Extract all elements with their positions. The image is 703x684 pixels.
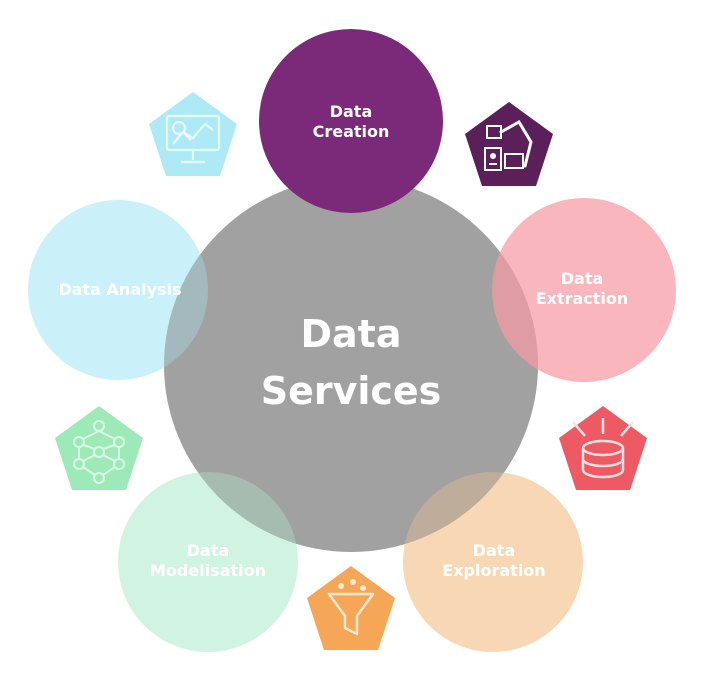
petal-circle-creation: [259, 29, 443, 213]
label-data-creation: Data Creation: [313, 102, 390, 142]
center-circle: [164, 178, 538, 552]
extraction-line-2: Extraction: [535, 289, 629, 308]
exploration-line-1: Data: [472, 541, 516, 560]
network-icon: [55, 406, 143, 490]
label-data-modelisation: Data Modelisation: [150, 541, 266, 581]
label-data-analysis: Data Analysis: [58, 280, 181, 300]
creation-line-2: Creation: [312, 122, 390, 141]
funnel-icon: [307, 566, 395, 650]
exploration-line-2: Exploration: [442, 561, 546, 580]
label-data-exploration: Data Exploration: [442, 541, 545, 581]
center-label: Data Services: [261, 306, 442, 420]
center-label-line-1: Data: [300, 312, 402, 356]
robot-arm-icon: [465, 102, 553, 186]
extraction-line-1: Data: [560, 269, 604, 288]
exploration-overlap: [403, 472, 583, 652]
center-label-line-2: Services: [260, 369, 442, 413]
modelisation-line-1: Data: [186, 541, 230, 560]
analysis-line-1: Data Analysis: [58, 280, 182, 299]
petal-circle-extraction: [492, 198, 676, 382]
database-funnel-icon: [559, 406, 647, 490]
petal-circle-analysis: [28, 200, 208, 380]
analysis-overlap: [28, 200, 208, 380]
chart-monitor-icon: [149, 92, 237, 176]
label-data-extraction: Data Extraction: [536, 269, 629, 309]
modelisation-line-2: Modelisation: [149, 561, 267, 580]
creation-line-1: Data: [329, 102, 373, 121]
modelisation-overlap: [118, 472, 298, 652]
